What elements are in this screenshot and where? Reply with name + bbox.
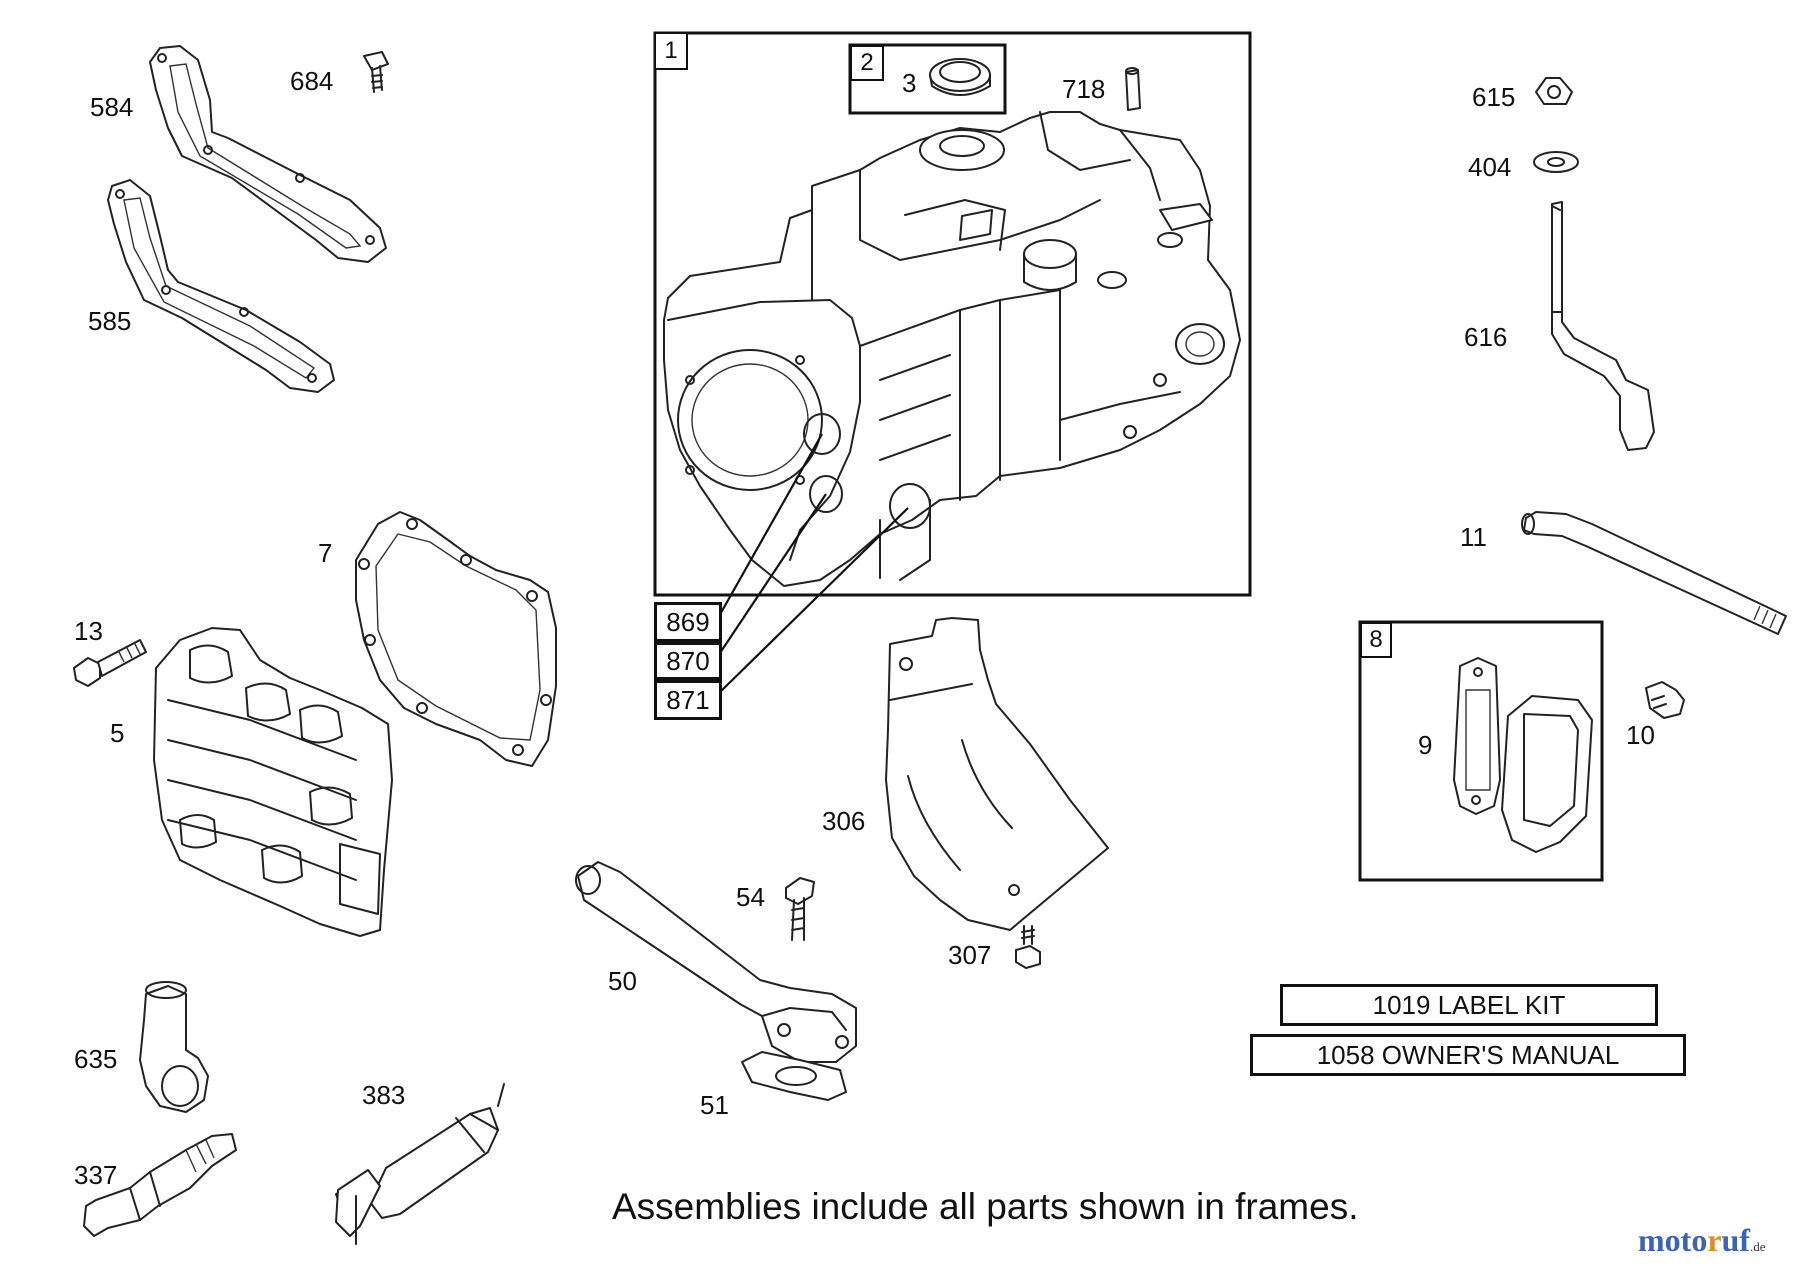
- air-guide-306-drawing: [885, 617, 1109, 931]
- label-3: 3: [902, 68, 917, 98]
- watermark-suffix: .de: [1749, 1239, 1766, 1254]
- label-51: 51: [700, 1090, 729, 1120]
- label-616: 616: [1464, 322, 1508, 352]
- breather-cover-drawing: [1501, 695, 1593, 853]
- gasket-585-drawing: [107, 179, 335, 393]
- governor-shaft-616-drawing: [1551, 201, 1655, 451]
- label-kit-box: 1019 LABEL KIT: [1280, 984, 1658, 1026]
- assemblies-note: Assemblies include all parts shown in fr…: [612, 1186, 1359, 1227]
- assembly-frame-8: [1358, 620, 1604, 882]
- spark-plug-boot-635-drawing: [139, 981, 209, 1113]
- label-584: 584: [90, 92, 134, 122]
- gasket-51-drawing: [741, 1051, 847, 1101]
- screw-54-drawing: [785, 877, 815, 941]
- label-585: 585: [88, 306, 132, 336]
- label-869: 869: [654, 602, 722, 642]
- label-10: 10: [1626, 720, 1655, 750]
- gasket-plate-584-drawing: [149, 45, 387, 263]
- leader-871: [717, 507, 909, 695]
- label-5: 5: [110, 718, 125, 748]
- label-870: 870: [654, 642, 722, 680]
- watermark-part-a: moto: [1638, 1222, 1708, 1258]
- washer-404-drawing: [1533, 151, 1579, 173]
- owners-manual-box: 1058 OWNER'S MANUAL: [1250, 1034, 1686, 1076]
- dowel-718-drawing: [1125, 67, 1141, 111]
- label-307: 307: [948, 940, 992, 970]
- watermark-part-b: r: [1707, 1222, 1722, 1258]
- head-bolt-13-drawing: [73, 639, 147, 687]
- label-frame-2: 2: [850, 45, 884, 81]
- spark-plug-337-drawing: [83, 1133, 237, 1237]
- label-9: 9: [1418, 730, 1433, 760]
- clip-615-drawing: [1535, 77, 1573, 105]
- label-306: 306: [822, 806, 866, 836]
- label-frame-1: 1: [654, 32, 688, 70]
- plug-wrench-383-drawing: [335, 1083, 505, 1245]
- label-337: 337: [74, 1160, 118, 1190]
- label-404: 404: [1468, 152, 1512, 182]
- leader-869: [717, 433, 823, 619]
- label-54: 54: [736, 882, 765, 912]
- watermark-part-c: uf: [1721, 1222, 1750, 1258]
- breather-gasket-9-drawing: [1453, 657, 1501, 815]
- label-718: 718: [1062, 74, 1106, 104]
- tube-50-drawing: [575, 861, 857, 1063]
- label-frame-8: 8: [1360, 622, 1392, 658]
- screw-684-drawing: [363, 51, 389, 93]
- label-635: 635: [74, 1044, 118, 1074]
- head-gasket-7-drawing: [355, 511, 557, 767]
- assembly-frame-1: [653, 31, 1252, 597]
- dipstick-tube-11-drawing: [1521, 511, 1787, 635]
- label-383: 383: [362, 1080, 406, 1110]
- label-50: 50: [608, 966, 637, 996]
- label-615: 615: [1472, 82, 1516, 112]
- fitting-10-drawing: [1645, 681, 1685, 719]
- label-7: 7: [318, 538, 333, 568]
- cylinder-head-5-drawing: [153, 627, 393, 937]
- screw-307-drawing: [1015, 925, 1041, 969]
- cylinder-block-1-drawing: [663, 111, 1241, 587]
- seal-3-drawing: [929, 58, 991, 96]
- label-11: 11: [1460, 522, 1487, 552]
- leader-870: [717, 493, 827, 657]
- label-684: 684: [290, 66, 334, 96]
- label-871: 871: [654, 680, 722, 720]
- label-13: 13: [74, 616, 103, 646]
- motoruf-watermark-logo: motoruf.de: [1638, 1222, 1766, 1259]
